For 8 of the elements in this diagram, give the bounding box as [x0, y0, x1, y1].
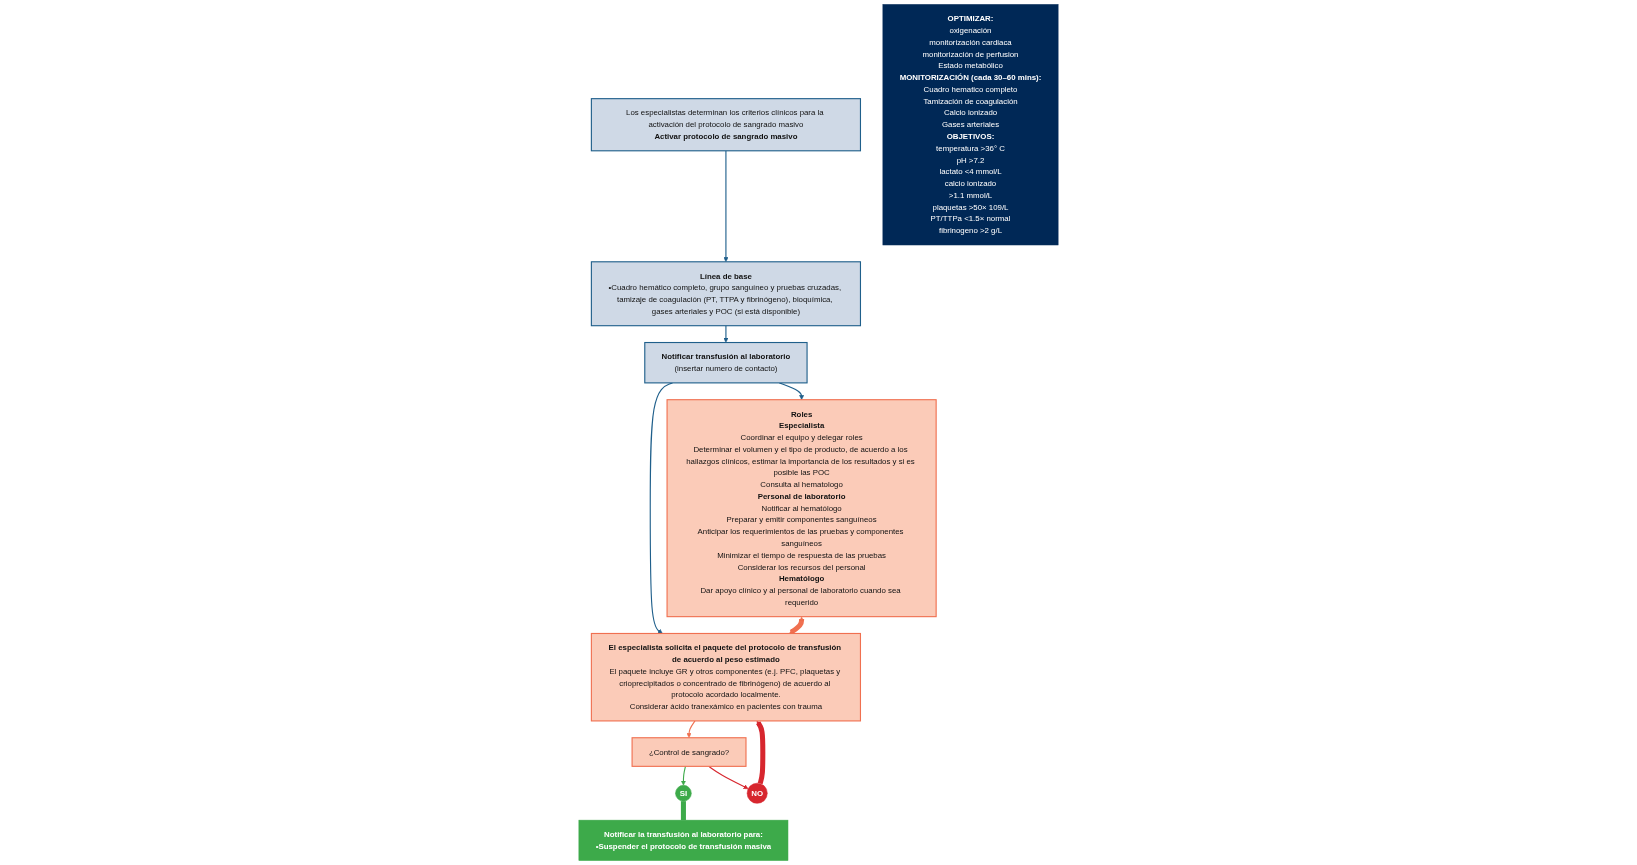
arrow: [686, 720, 696, 738]
arrow: [756, 720, 766, 785]
arrow: [789, 616, 805, 635]
arrow: [723, 325, 729, 343]
arrow: [708, 765, 749, 789]
connector: [680, 800, 686, 822]
arrow: [680, 765, 687, 786]
arrow: [723, 150, 729, 262]
